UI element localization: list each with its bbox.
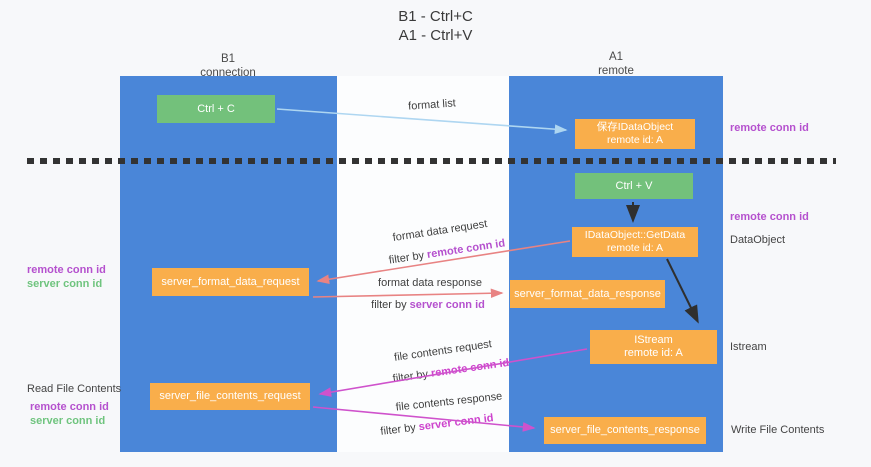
idataobject-getdata-box: IDataObject::GetData remote id: A xyxy=(572,227,698,257)
istream-side-label: Istream xyxy=(730,341,767,353)
ctrl-v-box: Ctrl + V xyxy=(575,173,693,199)
left-remote-conn-id-top: remote conn id xyxy=(27,264,106,276)
right-lane-name: A1 xyxy=(608,51,624,63)
ctrl-c-box: Ctrl + C xyxy=(157,95,275,123)
right-remote-conn-id-top: remote conn id xyxy=(730,122,809,134)
server-file-contents-request-box: server_file_contents_request xyxy=(150,383,310,410)
format-data-response-filter-label: filter by server conn id xyxy=(371,299,485,311)
right-remote-conn-id-mid: remote conn id xyxy=(730,211,809,223)
save-idataobject-line1: 保存IDataObject xyxy=(596,121,674,133)
istream-line2: remote id: A xyxy=(624,347,683,359)
left-server-conn-id-bottom: server conn id xyxy=(30,415,106,427)
left-server-conn-id-top: server conn id xyxy=(27,278,103,290)
right-lane-header: A1 remote xyxy=(536,50,696,78)
server-format-data-response-box: server_format_data_response xyxy=(510,280,665,308)
title-line-1: B1 - Ctrl+C xyxy=(398,8,473,25)
write-file-contents-label: Write File Contents xyxy=(731,424,825,436)
istream-box: IStream remote id: A xyxy=(590,330,717,364)
save-idataobject-box: 保存IDataObject remote id: A xyxy=(575,119,695,149)
server-format-data-request-box: server_format_data_request xyxy=(152,268,309,296)
server-format-data-response-label: server_format_data_response xyxy=(514,287,661,300)
server-conn-id-keyword: server conn id xyxy=(409,299,485,311)
getdata-line2: remote id: A xyxy=(606,242,664,254)
ctrl-v-label: Ctrl + V xyxy=(615,179,653,192)
getdata-line1: IDataObject::GetData xyxy=(584,229,686,241)
server-file-contents-response-label: server_file_contents_response xyxy=(550,424,700,436)
dataobject-label: DataObject xyxy=(730,234,786,246)
filter-by-text: filter by xyxy=(371,299,410,311)
diagram-title: B1 - Ctrl+C A1 - Ctrl+V xyxy=(0,7,871,45)
server-file-contents-response-box: server_file_contents_response xyxy=(544,417,706,444)
title-line-2: A1 - Ctrl+V xyxy=(398,27,473,44)
left-remote-conn-id-bottom: remote conn id xyxy=(30,401,109,413)
read-file-contents-label: Read File Contents xyxy=(27,383,122,395)
phase-separator-dashed-line xyxy=(27,158,836,164)
server-format-data-request-label: server_format_data_request xyxy=(161,275,300,288)
server-file-contents-request-label: server_file_contents_request xyxy=(159,390,301,402)
left-lane-name: B1 xyxy=(220,53,236,65)
right-lane-role: remote xyxy=(598,65,634,77)
format-data-response-label: format data response xyxy=(378,277,482,289)
ctrl-c-label: Ctrl + C xyxy=(197,102,235,115)
istream-line1: IStream xyxy=(634,334,673,346)
save-idataobject-line2: remote id: A xyxy=(606,134,664,146)
